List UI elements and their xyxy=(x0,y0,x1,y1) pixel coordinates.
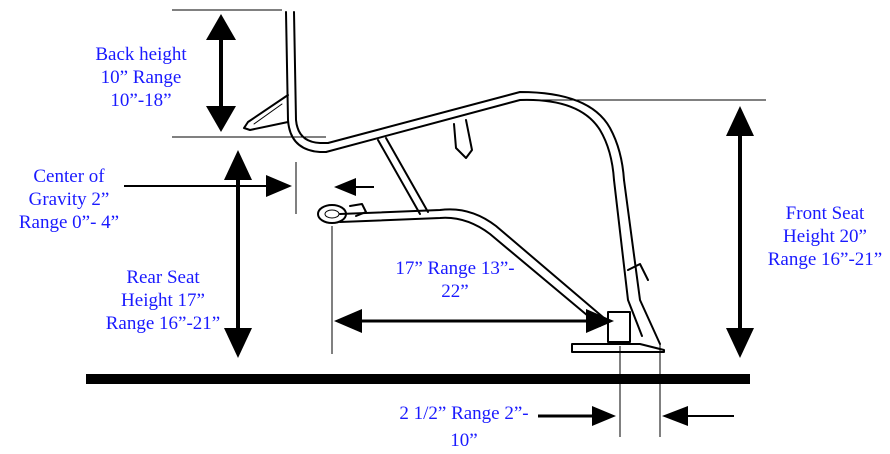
seat-depth-line-1: 17” Range 13”- xyxy=(395,258,515,279)
front-seat-height-line-3: Range 16”-21” xyxy=(767,249,883,270)
footrest-clearance-line-1: 2 1/2” Range 2”- xyxy=(399,403,529,424)
front-seat-height-line-2: Height 20” xyxy=(783,226,867,247)
front-seat-height-line-1: Front Seat xyxy=(785,203,865,224)
center-of-gravity-line-1: Center of xyxy=(33,166,105,187)
center-of-gravity-label: Center of Gravity 2” Range 0”- 4” xyxy=(6,165,132,234)
ground-line xyxy=(86,374,750,384)
back-height-label: Back height 10” Range 10”-18” xyxy=(86,43,196,112)
rear-seat-height-label: Rear Seat Height 17” Range 16”-21” xyxy=(98,266,228,335)
seat-depth-label: 17” Range 13”- 22” xyxy=(370,257,540,303)
footrest-clearance-arrows xyxy=(538,406,734,426)
rear-seat-height-line-3: Range 16”-21” xyxy=(105,313,221,334)
back-height-line-1: Back height xyxy=(95,44,187,65)
seat-depth-line-2: 22” xyxy=(441,281,469,302)
center-of-gravity-line-3: Range 0”- 4” xyxy=(18,212,120,233)
center-of-gravity-arrows xyxy=(124,175,374,197)
footrest-clearance-label: 2 1/2” Range 2”- 10” xyxy=(378,400,550,454)
rear-seat-height-line-2: Height 17” xyxy=(121,290,205,311)
center-of-gravity-line-2: Gravity 2” xyxy=(28,189,110,210)
front-seat-height-label: Front Seat Height 20” Range 16”-21” xyxy=(762,202,888,271)
back-height-arrow xyxy=(206,14,236,132)
wheelchair-frame xyxy=(243,11,665,353)
seat-depth-arrow xyxy=(334,309,614,333)
rear-seat-height-arrow xyxy=(224,150,252,358)
footrest-clearance-line-2: 10” xyxy=(450,430,478,451)
front-seat-height-arrow xyxy=(726,106,754,358)
back-height-line-3: 10”-18” xyxy=(110,90,172,111)
rear-seat-height-line-1: Rear Seat xyxy=(126,267,200,288)
back-height-line-2: 10” Range xyxy=(100,67,182,88)
reference-lines xyxy=(172,9,766,437)
